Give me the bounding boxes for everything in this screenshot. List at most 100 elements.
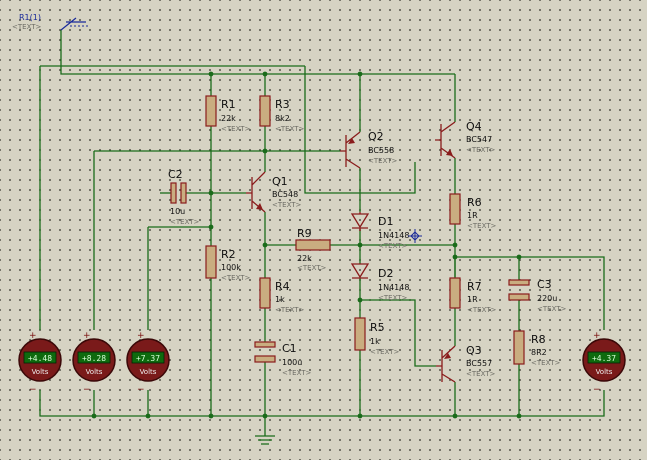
r7-value: 1R [467, 295, 478, 304]
d1-ref: D1 [378, 215, 393, 228]
junction [262, 413, 268, 419]
q1-value: BC548 [272, 190, 298, 199]
capacitor-c1[interactable]: C1 100u <TEXT> [254, 341, 312, 377]
voltmeter-4[interactable]: + +4.37 Volts − [582, 331, 626, 395]
wires [39, 30, 605, 436]
r7-text: <TEXT> [467, 306, 497, 314]
junction [516, 254, 522, 260]
r1-ref: R1 [221, 98, 236, 111]
r8-ref: R8 [531, 333, 546, 346]
meter-minus-sign: − [593, 385, 601, 395]
resistor-r8[interactable]: R8 8R2 <TEXT> [513, 330, 561, 367]
d2-text: <TEXT> [378, 294, 408, 302]
r9-value: 22k [297, 254, 312, 263]
q2-value: BC558 [368, 146, 394, 155]
resistor-r1[interactable]: R1 22k <TEXT> [205, 95, 251, 133]
cursor-diamond-icon [410, 231, 420, 241]
junction [357, 297, 363, 303]
diode-d2[interactable]: D2 1N4148 <TEXT> [350, 263, 409, 302]
q4-value: BC547 [466, 135, 492, 144]
meter-unit: Volts [140, 368, 157, 376]
probe-label: R1(1) [19, 13, 41, 22]
voltage-probe[interactable]: R1(1) <TEXT> [12, 13, 88, 31]
resistor-r2[interactable]: R2 100k <TEXT> [205, 245, 251, 282]
q2-ref: Q2 [368, 130, 384, 143]
r5-ref: R5 [370, 321, 385, 334]
resistor-r9[interactable]: R9 22k <TEXT> [295, 227, 331, 272]
ground-symbol [255, 435, 275, 445]
junction [262, 71, 268, 77]
q4-ref: Q4 [466, 120, 482, 133]
junction [91, 413, 97, 419]
resistor-r6[interactable]: R6 1R <TEXT> [449, 193, 497, 230]
resistor-r4[interactable]: R4 1k <TEXT> [259, 277, 305, 314]
junction [516, 413, 522, 419]
diode-d1[interactable]: D1 1N4148 <TEXT> [350, 212, 422, 250]
r6-value: 1R [467, 211, 478, 220]
d1-text: <TEXT> [378, 242, 408, 250]
c1-value: 100u [282, 358, 302, 367]
r8-value: 8R2 [531, 348, 547, 357]
meter-reading: +4.48 [28, 354, 52, 363]
meter-unit: Volts [596, 368, 613, 376]
voltmeter-1[interactable]: + +4.48 Volts − [18, 331, 62, 395]
wire-ground-bus [39, 390, 605, 417]
meter-plus-sign: + [137, 331, 145, 341]
junction [357, 242, 363, 248]
q1-ref: Q1 [272, 175, 288, 188]
meter-reading: +4.37 [592, 354, 616, 363]
c3-text: <TEXT> [537, 305, 567, 313]
junction [452, 242, 458, 248]
transistor-q2[interactable]: Q2 BC558 <TEXT> [340, 130, 398, 169]
c1-ref: C1 [282, 342, 297, 355]
junction [145, 413, 151, 419]
transistor-q4[interactable]: Q4 BC547 <TEXT> [435, 120, 496, 159]
q1-text: <TEXT> [272, 201, 302, 209]
c2-text: <TEXT> [170, 218, 200, 226]
d1-value: 1N4148 [378, 231, 409, 240]
c2-value: 10u [170, 207, 185, 216]
voltmeter-3[interactable]: + +7.37 Volts − [126, 331, 170, 395]
meter-unit: Volts [32, 368, 49, 376]
d2-ref: D2 [378, 267, 393, 280]
r6-ref: R6 [467, 196, 482, 209]
meter-plus-sign: + [593, 331, 601, 341]
voltmeter-2[interactable]: + +8.28 Volts − [72, 331, 116, 395]
wire-out-top [455, 256, 605, 330]
r3-ref: R3 [275, 98, 290, 111]
meter-minus-sign: − [83, 385, 91, 395]
junction [452, 413, 458, 419]
junction [208, 190, 214, 196]
transistor-q3[interactable]: Q3 BC557 <TEXT> [436, 344, 496, 383]
wire-q3-base [360, 299, 436, 367]
wire-probe [60, 30, 455, 75]
q4-text: <TEXT> [466, 146, 496, 154]
transistor-q1[interactable]: Q1 BC548 <TEXT> [246, 171, 302, 213]
probe-text: <TEXT> [12, 23, 42, 31]
capacitor-c2[interactable]: C2 10u <TEXT> [168, 168, 200, 226]
resistor-r3[interactable]: R3 8k2 <TEXT> [259, 95, 305, 133]
capacitor-c3[interactable]: C3 220u <TEXT> [508, 278, 567, 313]
meter-minus-sign: − [29, 385, 37, 395]
r9-text: <TEXT> [297, 264, 327, 272]
r1-value: 22k [221, 114, 236, 123]
meter-plus-sign: + [83, 331, 91, 341]
d2-value: 1N4148 [378, 283, 409, 292]
r5-text: <TEXT> [370, 348, 400, 356]
r2-value: 100k [221, 263, 241, 272]
q2-text: <TEXT> [368, 157, 398, 165]
junctions [91, 71, 522, 419]
meter-unit: Volts [86, 368, 103, 376]
q3-ref: Q3 [466, 344, 482, 357]
junction [357, 413, 363, 419]
junction [208, 413, 214, 419]
meter-reading: +8.28 [82, 354, 106, 363]
c3-ref: C3 [537, 278, 552, 291]
c2-ref: C2 [168, 168, 183, 181]
junction [262, 242, 268, 248]
resistor-r5[interactable]: R5 1k <TEXT> [354, 317, 400, 356]
meter-minus-sign: − [137, 385, 145, 395]
meter-plus-sign: + [29, 331, 37, 341]
resistor-r7[interactable]: R7 1R <TEXT> [449, 277, 497, 314]
